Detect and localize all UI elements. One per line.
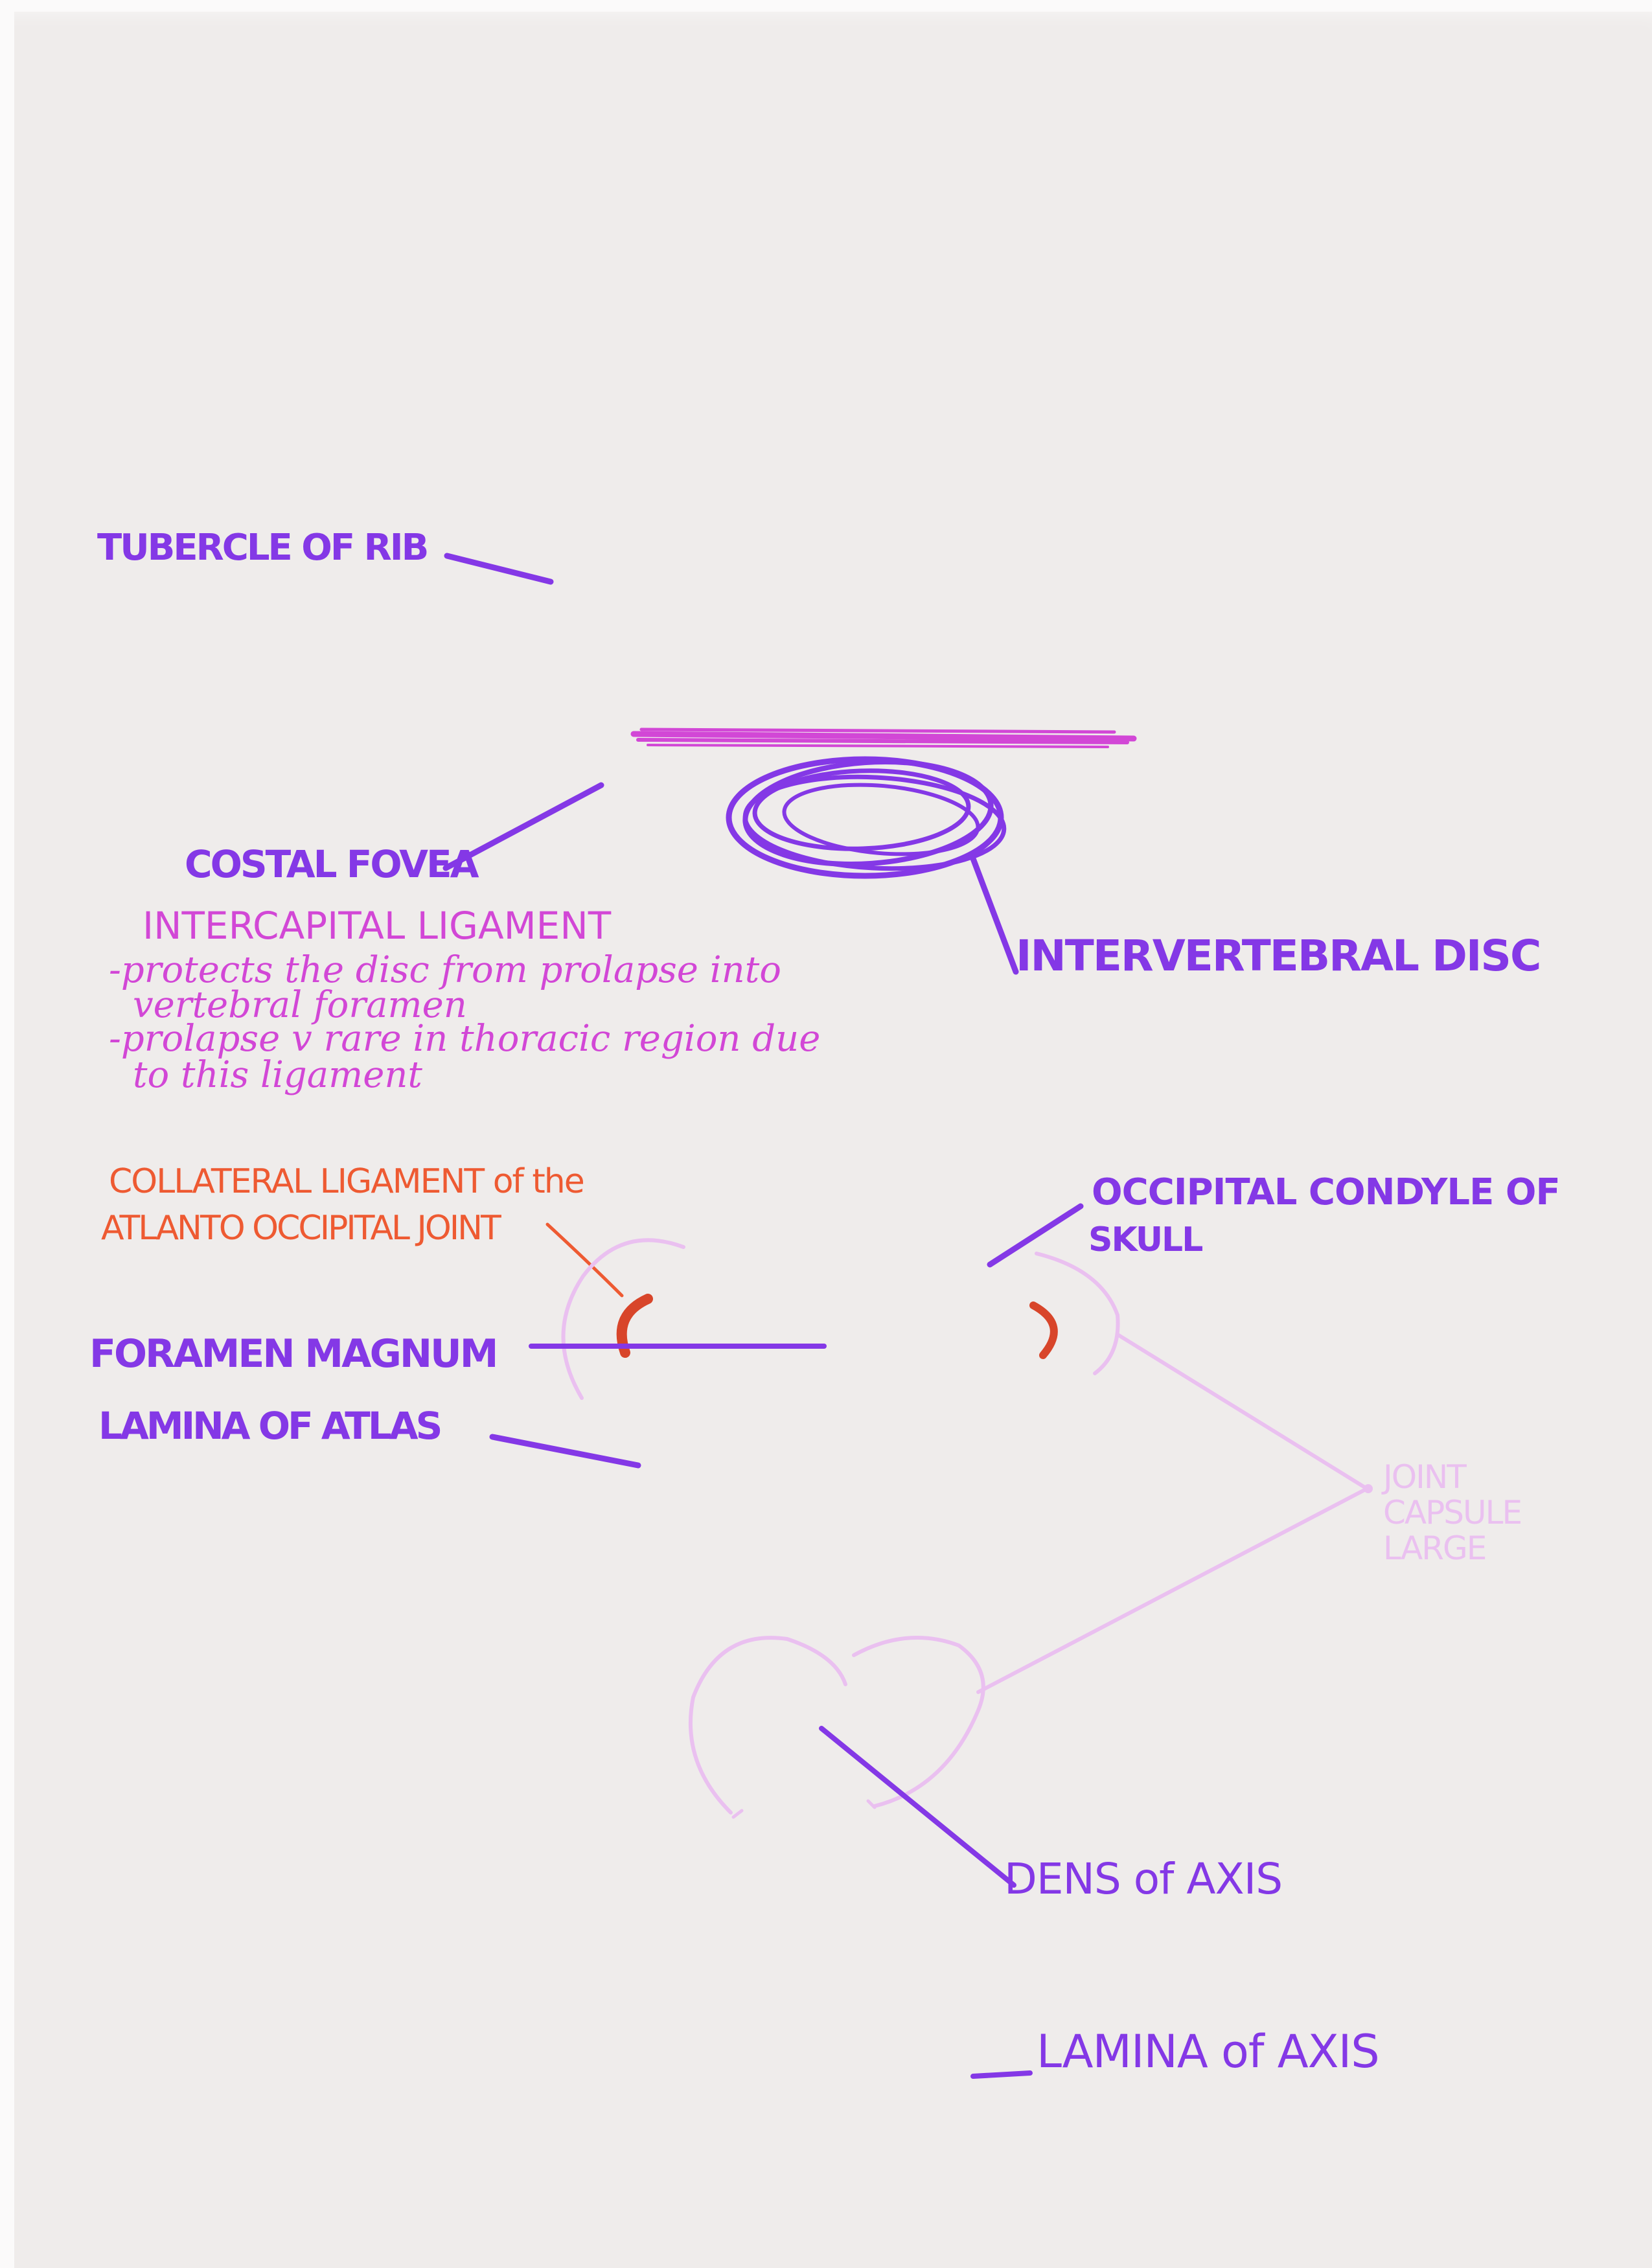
joint-capsule-label-line-2: CAPSULE <box>1383 1494 1522 1531</box>
right-joint-capsule-arc <box>1035 1252 1120 1375</box>
lamina-of-atlas-leader-line <box>489 1434 641 1469</box>
intervertebral-disc-label: INTERVERTEBRAL DISC <box>1016 931 1541 981</box>
right-collateral-ligament-mark <box>1029 1301 1058 1359</box>
collateral-ligament-label-line-1: COLLATERAL LIGAMENT of the <box>109 1162 585 1201</box>
intercapital-note-line-2: vertebral foramen <box>133 984 467 1026</box>
dens-of-axis-leader-line <box>819 1726 1016 1888</box>
costal-fovea-leader-line <box>442 782 604 871</box>
occipital-condyle-label-line-2: SKULL <box>1088 1220 1203 1259</box>
dens-of-axis-label: DENS of AXIS <box>1004 1854 1283 1904</box>
left-joint-capsule-arc <box>561 1238 685 1400</box>
foramen-magnum-label: FORAMEN MAGNUM <box>89 1331 498 1377</box>
intercapital-ligament-heading: INTERCAPITAL LIGAMENT <box>143 904 612 948</box>
collateral-ligament-leader-line <box>545 1222 624 1298</box>
axis-drawing <box>688 1636 985 1819</box>
lamina-of-axis-label: LAMINA of AXIS <box>1037 2025 1380 2078</box>
intervertebral-disc-drawing <box>726 756 1007 879</box>
costal-fovea-label: COSTAL FOVEA <box>185 842 479 886</box>
occipital-condyle-leader-line <box>987 1203 1084 1268</box>
tubercle-of-rib-label: TUBERCLE OF RIB <box>97 527 429 569</box>
vertebral-body-top-edge <box>630 727 1137 748</box>
tubercle-of-rib-leader-line <box>444 553 554 585</box>
occipital-condyle-label-line-1: OCCIPITAL CONDYLE OF <box>1092 1171 1561 1213</box>
joint-capsule-label-line-3: LARGE <box>1383 1529 1487 1567</box>
lamina-of-atlas-label: LAMINA OF ATLAS <box>98 1404 442 1448</box>
joint-capsule-label-line-1: JOINT <box>1383 1458 1467 1496</box>
intercapital-note-line-4: to this ligament <box>133 1054 422 1096</box>
collateral-ligament-label-line-2: ATLANTO OCCIPITAL JOINT <box>101 1209 501 1248</box>
joint-capsule-leader-lines <box>976 1333 1373 1694</box>
lamina-of-axis-leader-line <box>970 2070 1033 2079</box>
intercapital-note-line-1: -protects the disc from prolapse into <box>109 949 781 991</box>
intercapital-note-line-3: -prolapse v rare in thoracic region due <box>109 1018 821 1060</box>
intervertebral-disc-leader-line <box>969 852 1019 975</box>
